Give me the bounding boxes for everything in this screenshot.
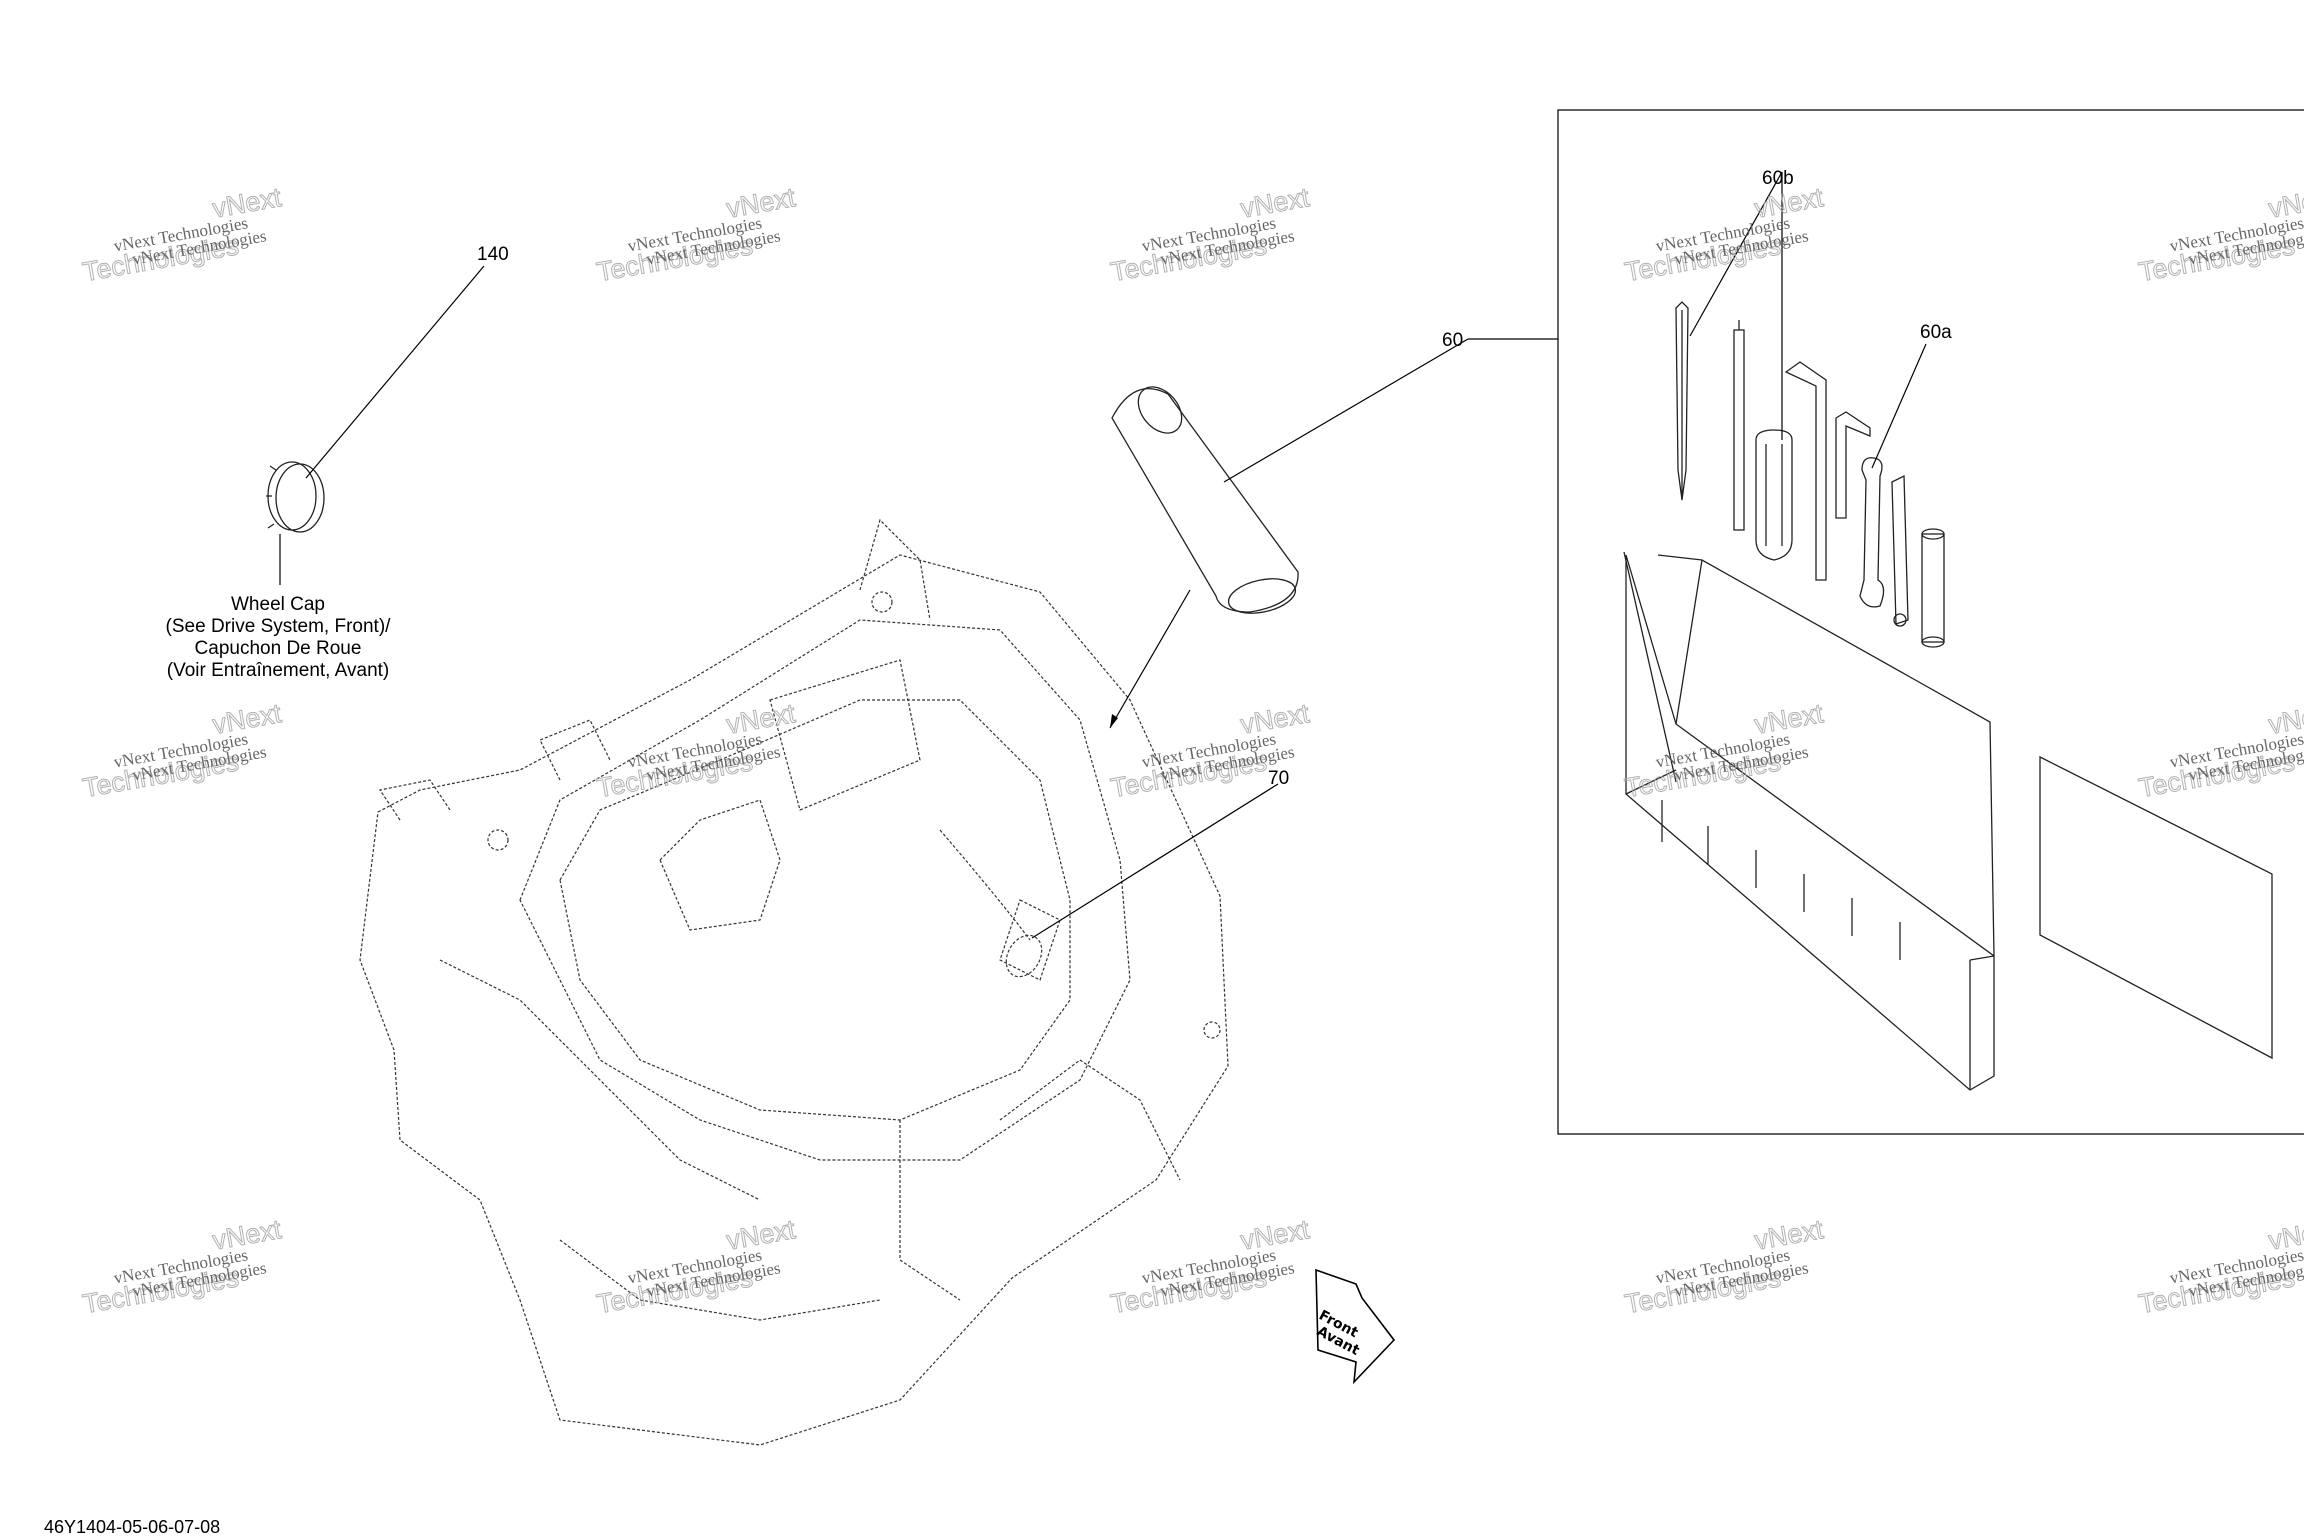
wheel-cap-icon (266, 461, 325, 533)
tool-kit-inset (1468, 109, 2304, 1135)
wheel-cap-note-line4: (Voir Entraînement, Avant) (167, 660, 390, 681)
wheel-cap-note-line2: (See Drive System, Front)/ (166, 616, 392, 637)
front-arrow-icon: Front Avant (1314, 1268, 1396, 1385)
callout-60: 60 (1442, 330, 1463, 351)
screwdriver-handle-icon (1755, 429, 1793, 561)
tool-kit-tube-icon (1111, 386, 1299, 614)
wheel-cap-note-line1: Wheel Cap (231, 594, 325, 615)
wheel-cap-note: Wheel Cap (See Drive System, Front)/ Cap… (166, 594, 392, 681)
storage-compartment-icon (359, 518, 1229, 1446)
owners-manual-icon (2039, 755, 2273, 1060)
callout-60b: 60b (1762, 168, 1794, 189)
socket-icon (1921, 528, 1945, 648)
spark-plug-wrench-icon (1891, 474, 1909, 627)
callout-70: 70 (1268, 768, 1289, 789)
screwdriver-blade-icon (1675, 301, 1689, 501)
leader-lines (279, 171, 1927, 939)
callout-140: 140 (477, 244, 509, 265)
screwdriver-bit-icon (1733, 320, 1745, 531)
small-hex-key-icon (1835, 411, 1871, 519)
wrench-icon (1859, 457, 1885, 608)
drawing-number: 46Y1404-05-06-07-08 (44, 1517, 220, 1536)
callout-60a: 60a (1920, 322, 1952, 343)
wheel-cap-note-line3: Capuchon De Roue (195, 638, 362, 659)
hex-key-icon (1784, 361, 1827, 581)
tool-tray-icon (1623, 551, 1995, 1091)
